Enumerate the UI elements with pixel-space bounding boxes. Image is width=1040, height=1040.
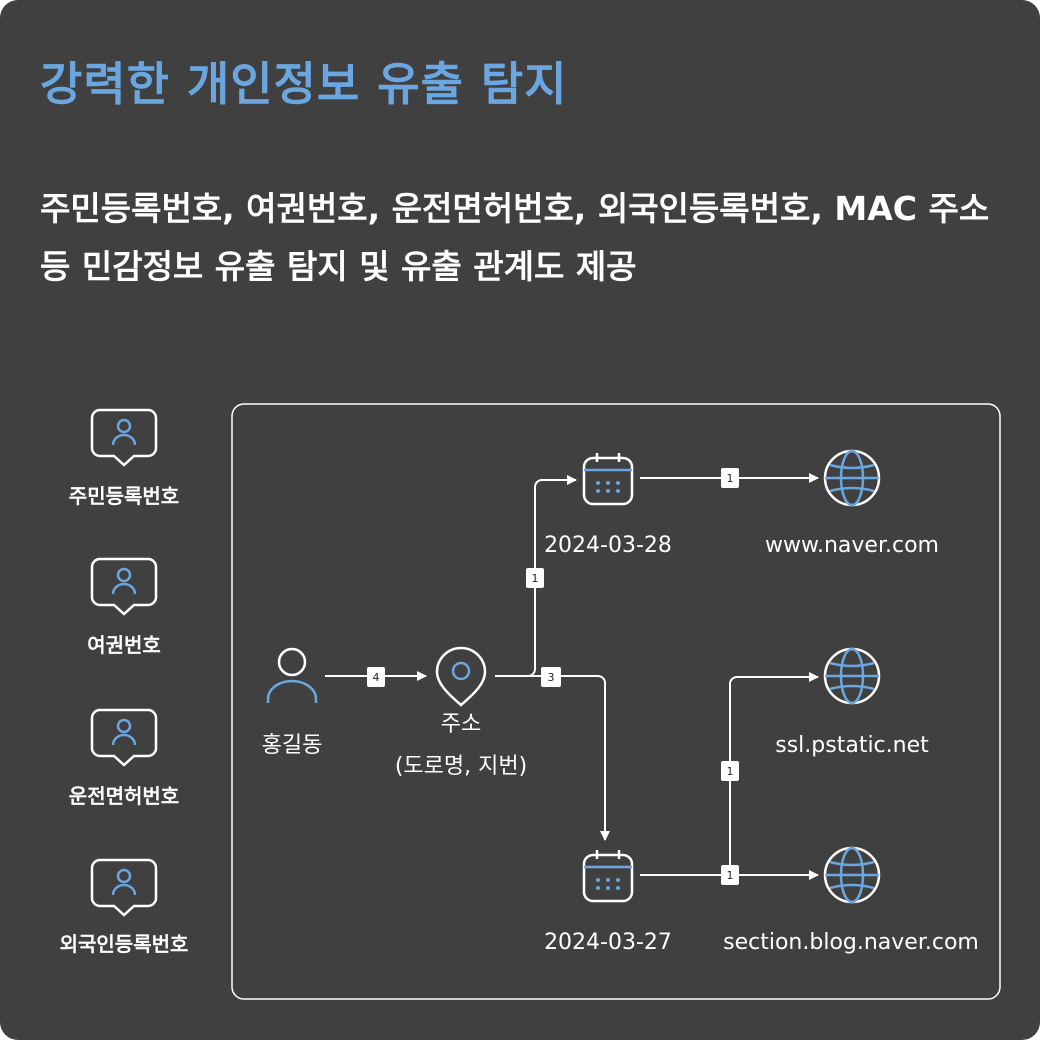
edge-count-badge: 1 [721,761,739,781]
sidebar-item-label: 외국인등록번호 [60,932,189,956]
globe-icon [823,647,881,705]
person-badge-icon [90,858,158,917]
node-sublabel: (도로명, 지번) [395,754,527,779]
edge-address-date2 [495,675,610,841]
sidebar-item-resident-number: 주민등록번호 [69,408,179,508]
page-subtitle: 주민등록번호, 여권번호, 운전면허번호, 외국인등록번호, MAC 주소 등 … [40,189,990,286]
node-label: 2024-03-28 [544,533,672,558]
node-site3[interactable]: section.blog.naver.com [723,846,979,955]
calendar-icon [582,451,634,506]
sidebar-item-label: 운전면허번호 [69,784,179,808]
calendar-icon [582,848,634,903]
location-pin-icon [435,646,487,707]
node-date1[interactable]: 2024-03-28 [544,451,672,558]
svg-text:1: 1 [727,472,734,485]
node-site1[interactable]: www.naver.com [765,449,939,558]
sidebar-item-driver-license: 운전면허번호 [69,708,179,808]
node-person[interactable]: 홍길동 [262,647,323,758]
node-label: 주소 [441,712,481,737]
globe-icon [823,449,881,507]
node-label: ssl.pstatic.net [775,733,929,758]
svg-text:4: 4 [373,671,380,684]
graph-frame [231,403,1001,1000]
sidebar-item-label: 주민등록번호 [69,484,179,508]
node-address[interactable]: 주소 (도로명, 지번) [395,646,527,779]
person-badge-icon [90,708,158,767]
svg-text:1: 1 [727,869,734,882]
edge-count-badge: 4 [367,667,385,687]
person-badge-icon [90,557,158,616]
person-icon [266,647,318,703]
sidebar-item-alien-registration: 외국인등록번호 [60,858,189,956]
node-label: section.blog.naver.com [723,930,979,955]
edge-count-badge: 3 [541,667,561,687]
sidebar-item-label: 여권번호 [87,633,161,657]
edge-count-badge: 1 [721,865,739,885]
svg-text:1: 1 [532,572,539,585]
svg-text:3: 3 [548,671,555,684]
globe-icon [823,846,881,904]
sidebar-item-passport-number: 여권번호 [87,557,161,657]
svg-text:1: 1 [727,765,734,778]
person-badge-icon [90,408,158,467]
node-label: 홍길동 [262,733,323,758]
node-site2[interactable]: ssl.pstatic.net [775,647,929,758]
node-label: 2024-03-27 [544,930,672,955]
page-title: 강력한 개인정보 유출 탐지 [40,57,568,111]
edge-count-badge: 1 [526,568,544,588]
node-label: www.naver.com [765,533,939,558]
edge-count-badge: 1 [721,468,739,488]
node-date2[interactable]: 2024-03-27 [544,848,672,955]
edge-date2-site2 [729,672,819,875]
